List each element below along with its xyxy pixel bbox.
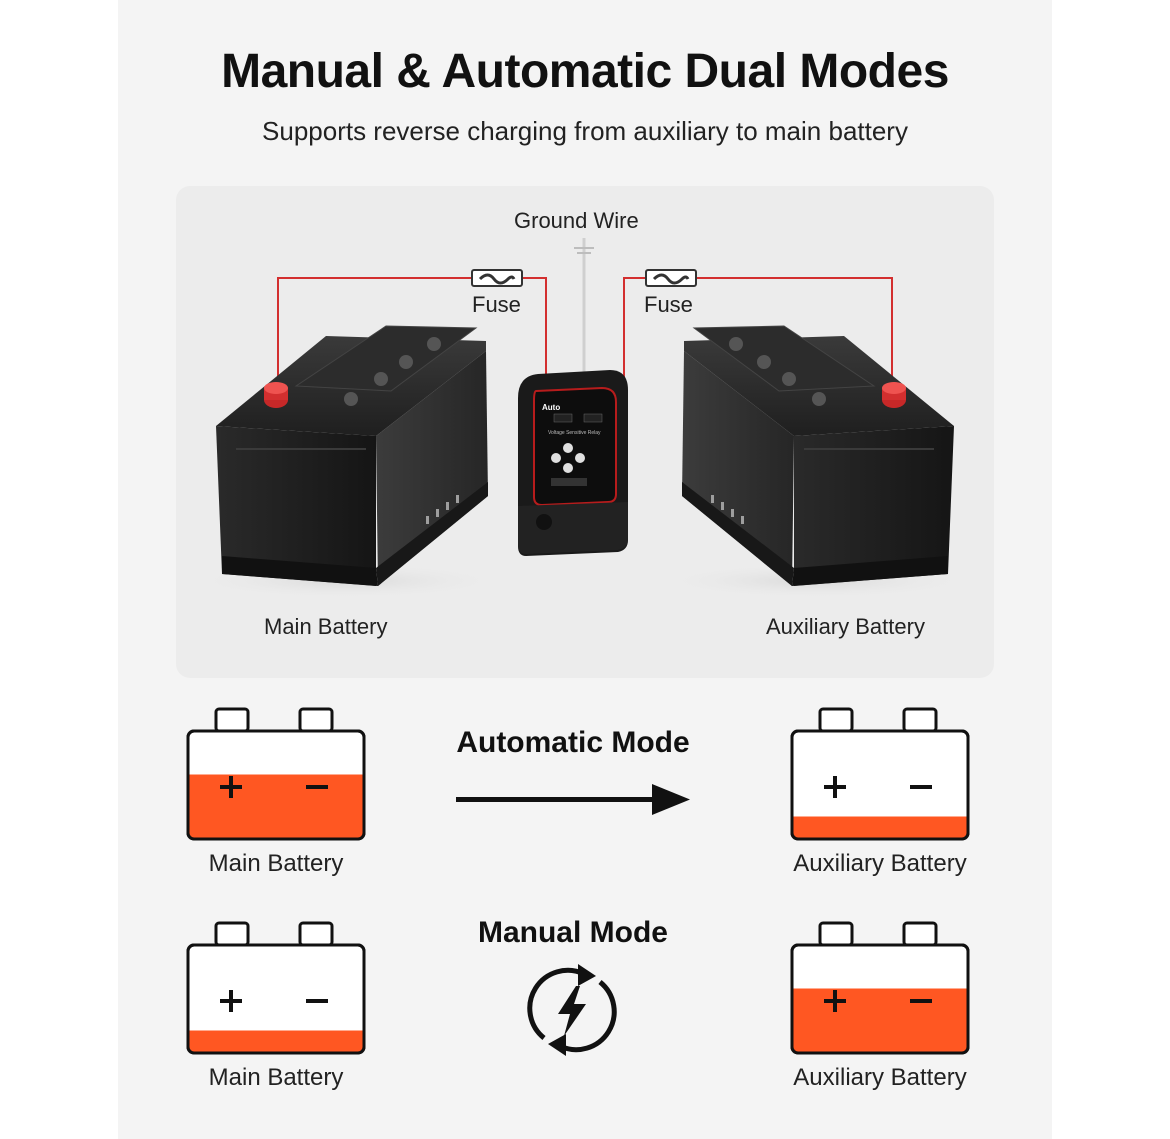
- auto-aux-battery-icon: [790, 706, 970, 847]
- main-battery-photo: [216, 325, 488, 586]
- automatic-mode-title: Automatic Mode: [456, 726, 690, 759]
- charging-cycle-icon: [522, 960, 622, 1065]
- manual-main-battery-label: Main Battery: [208, 1064, 344, 1091]
- wire-fuse-to-aux: [696, 277, 893, 386]
- fuse-left-label: Fuse: [472, 292, 521, 317]
- manual-aux-battery-label: Auxiliary Battery: [793, 1064, 967, 1091]
- device-caption-text: Voltage Sensitive Relay: [548, 430, 601, 436]
- voltage-relay-device: Auto Voltage Sensitive Relay: [518, 370, 628, 556]
- page-title: Manual & Automatic Dual Modes: [221, 45, 949, 98]
- wire-fuse-to-relay-left: [522, 277, 547, 381]
- right-arrow-icon: [454, 780, 694, 825]
- manual-main-charge-fill: [189, 1030, 363, 1052]
- aux-battery-photo-label: Auxiliary Battery: [766, 614, 925, 639]
- manual-aux-charge-fill: [793, 988, 967, 1052]
- device-brand-text: Auto: [542, 403, 560, 412]
- auto-aux-charge-fill: [793, 816, 967, 838]
- page: Manual & Automatic Dual Modes Supports r…: [118, 0, 1052, 1139]
- ground-wire-label: Ground Wire: [514, 208, 639, 233]
- wire-relay-to-fuse-right: [623, 277, 646, 381]
- auto-main-charge-fill: [189, 774, 363, 838]
- fuse-right-label: Fuse: [644, 292, 693, 317]
- manual-mode-title: Manual Mode: [477, 916, 668, 949]
- fuse-right-icon: [645, 269, 697, 287]
- manual-aux-battery-icon: [790, 920, 970, 1061]
- auto-main-battery-icon: [186, 706, 366, 847]
- wiring-illustration: Auto Voltage Sensitive Relay: [186, 238, 976, 599]
- aux-battery-photo: [682, 325, 954, 586]
- wiring-photo-panel: Auto Voltage Sensitive Relay Ground Wire…: [176, 186, 994, 678]
- auto-main-battery-label: Main Battery: [208, 850, 344, 877]
- main-battery-photo-label: Main Battery: [264, 614, 388, 639]
- manual-main-battery-icon: [186, 920, 366, 1061]
- auto-aux-battery-label: Auxiliary Battery: [793, 850, 967, 877]
- fuse-left-icon: [471, 269, 523, 287]
- page-subtitle: Supports reverse charging from auxiliary…: [262, 116, 908, 146]
